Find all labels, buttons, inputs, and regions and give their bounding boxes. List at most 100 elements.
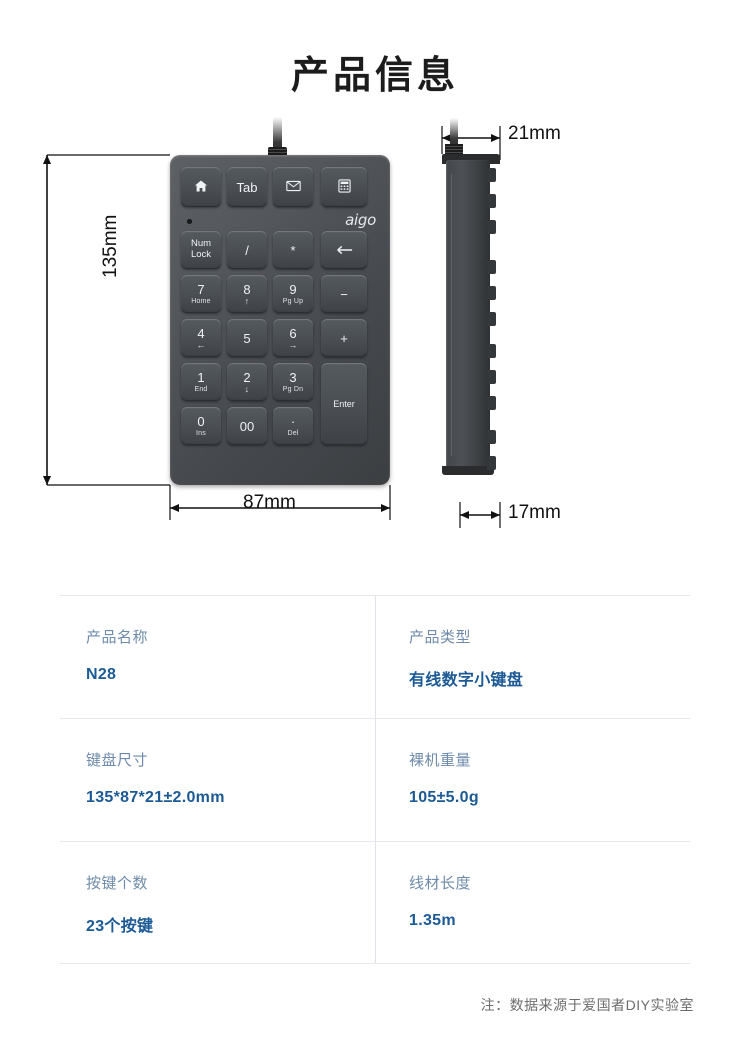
dimension-label-width: 87mm <box>243 492 296 513</box>
spec-label: 裸机重量 <box>409 752 472 769</box>
key-secondary-label: End <box>194 386 208 393</box>
key-primary-label: / <box>245 242 249 258</box>
key-primary-label: 2 <box>243 369 251 385</box>
key-primary-label: 0 <box>197 414 205 429</box>
key-00[interactable]: 00 <box>227 407 267 445</box>
side-key-profile <box>487 430 496 444</box>
key-secondary-label: ↓ <box>244 383 250 394</box>
side-key-profiles <box>487 168 496 470</box>
key-secondary-label: ← <box>196 339 206 350</box>
key-primary-label: + <box>340 330 348 346</box>
key-primary-label: · <box>290 414 296 429</box>
key-tab[interactable]: Tab <box>227 167 267 207</box>
key-home[interactable] <box>181 167 221 207</box>
home-icon <box>194 179 208 195</box>
key-5[interactable]: 5 <box>227 319 267 357</box>
key-key[interactable]: / <box>227 231 267 269</box>
spec-cell-left: 按键个数 23个按键 <box>60 842 375 963</box>
spec-label: 按键个数 <box>86 875 149 892</box>
key-secondary-label: Pg Dn <box>282 386 304 393</box>
key-secondary-label: Home <box>191 298 211 305</box>
spec-value: 23个按键 <box>86 918 154 935</box>
side-key-profile <box>487 220 496 234</box>
spec-value: 105±5.0g <box>409 789 479 806</box>
spec-cell-right: 线材长度 1.35m <box>375 842 690 963</box>
key-secondary-label: → <box>288 339 298 350</box>
footnote: 注：数据来源于爱国者DIY实验室 <box>480 997 694 1013</box>
key-4[interactable]: 4← <box>181 319 221 357</box>
key-key[interactable]: * <box>273 231 313 269</box>
side-key-profile <box>487 286 496 300</box>
side-key-profile <box>487 344 496 358</box>
brand-logo: aigo <box>345 211 376 229</box>
spec-cell-right: 裸机重量 105±5.0g <box>375 719 690 841</box>
key-primary-label: 8 <box>243 281 251 297</box>
key-primary-label: 6 <box>289 325 297 341</box>
key-primary-label: − <box>340 286 348 302</box>
side-bottom-edge <box>442 466 494 475</box>
keypad-side-view <box>432 118 552 498</box>
side-body <box>446 160 490 470</box>
spec-cell-right: 产品类型有线数字小键盘 <box>375 596 690 718</box>
spec-value: N28 <box>86 666 117 683</box>
key-primary-label: 9 <box>289 282 297 297</box>
envelope-icon <box>285 180 301 194</box>
side-key-profile <box>487 312 496 326</box>
key-backspace[interactable] <box>321 231 367 269</box>
key-primary-label: 5 <box>243 330 251 346</box>
spec-cell-left: 产品名称 N28 <box>60 596 375 718</box>
key-key[interactable]: − <box>321 275 367 313</box>
key-secondary-label: Del <box>287 430 299 437</box>
key-primary-label: * <box>290 242 296 258</box>
key-envelope[interactable] <box>273 167 313 207</box>
key-calculator[interactable] <box>321 167 367 207</box>
spec-label: 线材长度 <box>409 875 472 892</box>
key-primary-label: Enter <box>333 398 355 409</box>
spec-label: 产品类型 <box>409 629 472 646</box>
key-8[interactable]: 8↑ <box>227 275 267 313</box>
usb-cable <box>273 117 282 157</box>
key-2[interactable]: 2↓ <box>227 363 267 401</box>
key-secondary-label: Ins <box>196 430 206 437</box>
key-primary-label: 3 <box>289 370 297 385</box>
spec-value: 有线数字小键盘 <box>409 672 524 689</box>
key-secondary-label: Pg Up <box>282 298 304 305</box>
key-6[interactable]: 6→ <box>273 319 313 357</box>
spec-value: 1.35m <box>409 912 456 929</box>
side-usb-cable <box>450 118 458 152</box>
key-key[interactable]: + <box>321 319 367 357</box>
page-title: 产品信息 <box>290 53 459 97</box>
dimension-label-thickness-bottom: 17mm <box>508 502 561 523</box>
led-indicator <box>187 219 192 224</box>
key-enter[interactable]: Enter <box>321 363 367 445</box>
side-key-profile <box>487 456 496 470</box>
spec-row: 产品名称 N28 产品类型有线数字小键盘 <box>60 595 690 718</box>
key-primary-label: 00 <box>239 418 255 434</box>
side-key-profile <box>487 260 496 274</box>
key-primary-label: 1 <box>197 370 205 385</box>
key-secondary-label: ↑ <box>244 295 250 306</box>
key-primary-label: Tab <box>236 179 258 195</box>
calculator-icon <box>337 179 351 195</box>
side-cable-strain-relief <box>445 144 463 156</box>
spec-label: 键盘尺寸 <box>86 752 149 769</box>
key-key[interactable]: ·Del <box>273 407 313 445</box>
key-primary-label: 7 <box>197 282 205 297</box>
side-key-profile <box>487 396 496 410</box>
dimension-label-height: 135mm <box>100 214 121 278</box>
spec-label: 产品名称 <box>86 629 149 646</box>
spec-row: 按键个数 23个按键 线材长度 1.35m <box>60 841 690 964</box>
backspace-icon <box>335 244 353 257</box>
